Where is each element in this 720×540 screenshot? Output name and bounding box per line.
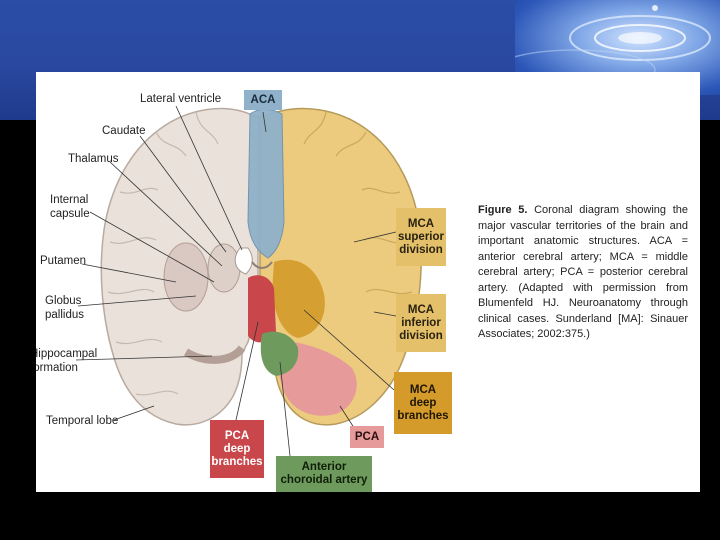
box-aca: ACA [244,90,282,110]
figure-panel: Lateral ventricle Caudate Thalamus Inter… [36,72,700,492]
box-mca-deep: MCA deep branches [394,372,452,434]
box-pca-deep: PCA deep branches [210,420,264,478]
label-temporal-lobe: Temporal lobe [46,414,118,428]
label-caudate: Caudate [102,124,145,138]
label-globus-pallidus: Globus pallidus [45,294,84,322]
label-thalamus: Thalamus [68,152,119,166]
label-putamen: Putamen [40,254,86,268]
putamen-shape [164,243,208,311]
label-hippocampal-formation: Hippocampal formation [36,347,97,375]
box-pca: PCA [350,426,384,448]
box-anterior-choroidal: Anterior choroidal artery [276,456,372,492]
box-mca-inferior: MCA inferior division [396,294,446,352]
label-internal-capsule: Internal capsule [50,193,88,221]
label-lateral-ventricle: Lateral ventricle [140,92,221,106]
caption-text: Coronal diagram showing the major vascul… [478,204,688,340]
thalamus-shape [208,244,240,292]
caption-figure-number: Figure 5. [478,204,527,216]
box-mca-superior: MCA superior division [396,208,446,266]
figure-caption: Figure 5. Coronal diagram showing the ma… [478,203,688,343]
